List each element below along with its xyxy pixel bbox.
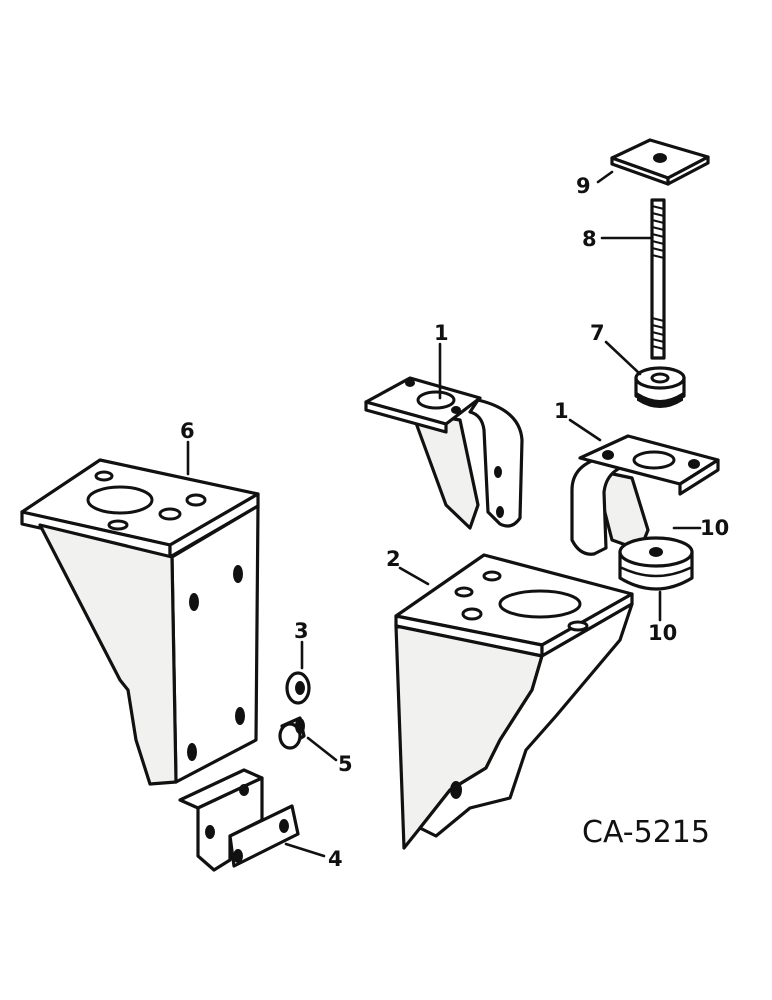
part-7-nut-bushing [634, 366, 686, 408]
callout-7: 7 [590, 321, 605, 345]
part-4-z-bracket [178, 768, 300, 872]
callout-2: 2 [386, 547, 401, 571]
leader-lines [186, 170, 702, 858]
callout-6: 6 [180, 419, 195, 443]
callout-5: 5 [338, 752, 353, 776]
diagram-code: CA-5215 [582, 815, 710, 850]
callout-1-right: 1 [554, 399, 569, 423]
callout-4: 4 [328, 847, 343, 871]
part-10-rubber-mount [618, 536, 694, 591]
callout-8: 8 [582, 227, 597, 251]
callout-3: 3 [294, 619, 309, 643]
part-8-threaded-rod [650, 198, 666, 360]
part-5-spacer-sleeve [278, 716, 306, 750]
part-1-upper-bracket [364, 376, 524, 530]
part-9-square-plate [610, 138, 710, 186]
callout-1-upper: 1 [434, 321, 449, 345]
callout-10-lower: 10 [648, 621, 677, 645]
callout-10-upper: 10 [700, 516, 729, 540]
part-2-center-mount-bracket [394, 553, 634, 850]
callout-9: 9 [576, 174, 591, 198]
callout-labels: 9 8 7 1 1 10 10 2 6 3 5 4 [180, 174, 729, 871]
part-3-washer [285, 671, 311, 705]
part-1-right-bracket [570, 434, 720, 556]
part-6-large-mount-bracket [20, 458, 260, 786]
